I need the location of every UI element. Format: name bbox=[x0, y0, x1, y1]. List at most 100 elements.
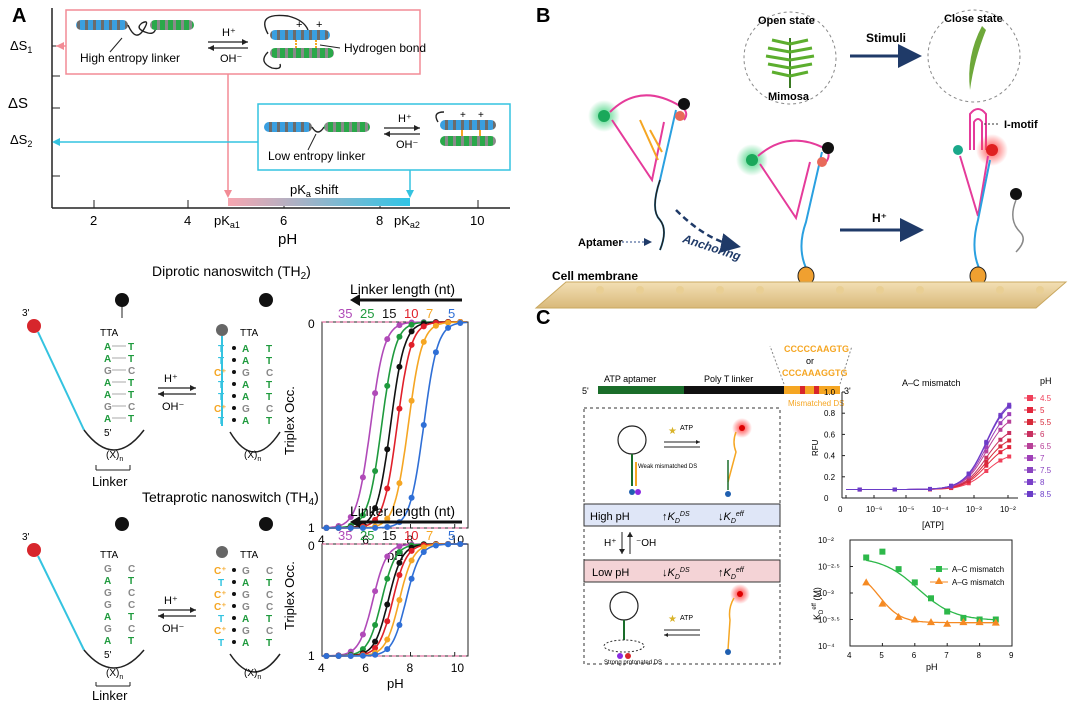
svg-text:G: G bbox=[104, 600, 112, 611]
point-15 bbox=[384, 446, 391, 453]
high-entropy-pointer bbox=[109, 37, 123, 53]
kd-xtick-label: 6 bbox=[912, 651, 917, 660]
point-5 bbox=[347, 652, 354, 659]
ph-legend-8: 8 bbox=[1040, 478, 1045, 487]
rfu-point bbox=[1007, 404, 1012, 409]
point-5 bbox=[432, 542, 439, 549]
rfu-xtick-label: 10⁻⁵ bbox=[898, 505, 914, 514]
point-10 bbox=[372, 644, 379, 651]
rfu-point bbox=[1007, 454, 1012, 459]
high-box-arrowhead bbox=[56, 42, 64, 50]
svg-text:T: T bbox=[266, 380, 272, 391]
kd-legend-marker-ag bbox=[935, 577, 943, 584]
svg-text:T: T bbox=[128, 378, 134, 389]
point-7 bbox=[432, 322, 439, 329]
rfu-point bbox=[984, 459, 989, 464]
mechanism-box bbox=[583, 407, 781, 665]
anchoring-arrow bbox=[675, 209, 741, 253]
rfu-point bbox=[998, 437, 1003, 442]
svg-text:T: T bbox=[266, 392, 272, 403]
svg-text:↓KDeff: ↓KDeff bbox=[718, 511, 745, 525]
svg-text:C: C bbox=[266, 566, 273, 577]
kd-point-ag bbox=[927, 618, 935, 626]
panel-a-letter: A bbox=[12, 5, 26, 27]
svg-text:A: A bbox=[104, 612, 111, 623]
svg-text:ATP: ATP bbox=[680, 425, 693, 432]
ph-legend-5.5: 5.5 bbox=[1040, 418, 1052, 427]
svg-text:T: T bbox=[266, 344, 272, 355]
kd-legend-ac: A–C mismatch bbox=[952, 565, 1004, 574]
high-oh-minus: OH⁻ bbox=[220, 53, 243, 65]
low-ph-label: Low pH bbox=[592, 567, 629, 579]
ph-legend-marker bbox=[1027, 479, 1033, 485]
svg-text:T: T bbox=[218, 638, 224, 649]
ph-legend-marker bbox=[1027, 431, 1033, 437]
svg-text:C⁺: C⁺ bbox=[214, 368, 227, 379]
high-ph-state-top: ATP ★ Weak mismatched DS bbox=[617, 418, 752, 497]
low-oh-minus: OH⁻ bbox=[396, 139, 419, 151]
kd-frame bbox=[849, 539, 1013, 647]
linker-length-15: 15 bbox=[382, 306, 396, 321]
svg-text:G: G bbox=[104, 624, 112, 635]
svg-text:5': 5' bbox=[104, 428, 112, 439]
svg-text:A: A bbox=[104, 342, 111, 353]
low-linker bbox=[311, 126, 325, 133]
xtick-label: 4 bbox=[318, 661, 325, 675]
point-35 bbox=[384, 553, 391, 560]
seq2-label: CCCAAAGGTG bbox=[782, 368, 848, 378]
linker-length-7: 7 bbox=[426, 306, 433, 321]
svg-text:C⁺: C⁺ bbox=[214, 602, 227, 613]
point-5 bbox=[347, 524, 354, 531]
point-10 bbox=[384, 618, 391, 625]
linker-length-35: 35 bbox=[338, 306, 352, 321]
dip-black-quencher bbox=[115, 293, 129, 307]
point-7 bbox=[396, 597, 403, 603]
high-helix-green bbox=[150, 20, 194, 30]
ph-legend-6: 6 bbox=[1040, 430, 1045, 439]
point-35 bbox=[384, 336, 391, 343]
i-motif-label: I-motif bbox=[1004, 119, 1038, 131]
svg-text:C⁺: C⁺ bbox=[214, 590, 227, 601]
svg-text:A: A bbox=[242, 578, 249, 589]
pka-shift-bar bbox=[228, 198, 410, 206]
diprotic-title: Diprotic nanoswitch (TH2) bbox=[152, 263, 311, 282]
dip-red-fluorophore bbox=[27, 319, 41, 333]
kd-point-ag bbox=[878, 599, 887, 607]
close-state-label: Close state bbox=[944, 13, 1003, 25]
svg-text:A: A bbox=[242, 392, 249, 403]
low-helix-blue bbox=[264, 122, 312, 132]
point-5 bbox=[408, 575, 415, 582]
kd-point-ag bbox=[910, 615, 919, 623]
low-ph-state-bottom: Strong protonated DS ATP ★ bbox=[603, 584, 750, 666]
svg-text:C: C bbox=[128, 402, 135, 413]
svg-text:T: T bbox=[218, 356, 224, 367]
point-10 bbox=[396, 572, 403, 579]
linker-length-15: 15 bbox=[382, 528, 396, 543]
xtick-label: 10 bbox=[451, 661, 465, 675]
point-7 bbox=[396, 480, 403, 487]
high-ph-label: High pH bbox=[590, 511, 630, 523]
point-15 bbox=[396, 363, 403, 370]
svg-text:5': 5' bbox=[104, 650, 112, 661]
svg-text:T: T bbox=[266, 614, 272, 625]
svg-text:T: T bbox=[128, 636, 134, 647]
point-25 bbox=[396, 549, 403, 556]
svg-text:T: T bbox=[266, 638, 272, 649]
rfu-point bbox=[984, 440, 989, 445]
point-10 bbox=[396, 405, 403, 412]
point-7 bbox=[420, 544, 427, 551]
svg-text:ATP: ATP bbox=[680, 615, 693, 622]
point-5 bbox=[457, 541, 464, 548]
svg-text:G: G bbox=[104, 588, 112, 599]
high-ph-bar bbox=[583, 503, 781, 527]
point-5 bbox=[396, 621, 403, 628]
point-5 bbox=[335, 524, 342, 531]
svg-text:C: C bbox=[128, 366, 135, 377]
ytick-0: 0 bbox=[308, 539, 315, 553]
svg-text:C: C bbox=[266, 602, 273, 613]
rfu-point bbox=[1007, 419, 1012, 424]
low-entropy-pointer bbox=[307, 133, 317, 151]
svg-text:(X)n: (X)n bbox=[106, 668, 123, 681]
svg-text:↑KDDS: ↑KDDS bbox=[662, 511, 690, 525]
svg-text:G: G bbox=[242, 590, 250, 601]
